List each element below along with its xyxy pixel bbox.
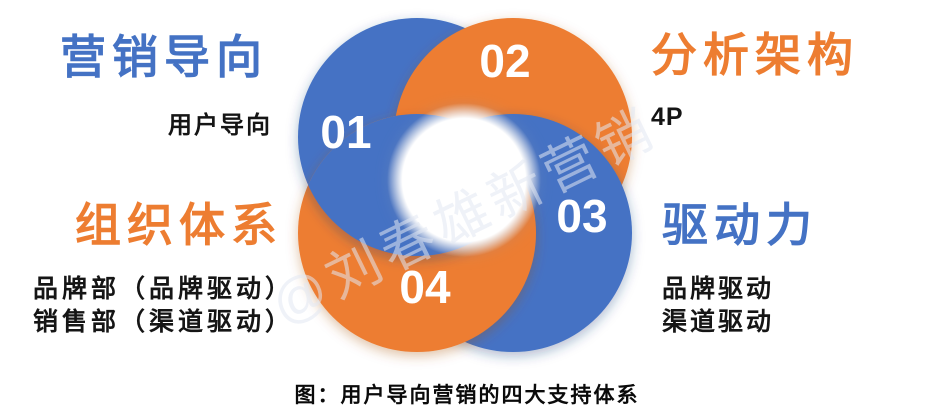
- quadrant-title-organization-system: 组织体系: [75, 199, 283, 251]
- quadrant-top-left: 营销导向 用户导向: [60, 31, 272, 140]
- segment-number-04: 04: [399, 261, 451, 313]
- quadrant-title-driving-force: 驱动力: [662, 199, 818, 251]
- quadrant-title-marketing-orientation: 营销导向: [60, 31, 268, 83]
- quadrant-subtext: 品牌驱动: [662, 274, 775, 303]
- segment-number-01: 01: [320, 106, 371, 158]
- quadrant-subtext: 销售部（渠道驱动）: [33, 307, 295, 336]
- quadrant-subtext: 用户导向: [168, 111, 272, 139]
- figure-caption: 图：用户导向营销的四大支持体系: [294, 384, 640, 407]
- segment-number-02: 02: [479, 35, 530, 87]
- center-hole: [387, 103, 541, 257]
- quadrant-bottom-left: 组织体系 品牌部（品牌驱动） 销售部（渠道驱动）: [33, 199, 325, 339]
- quadrant-subtext: 4P: [651, 102, 684, 131]
- segment-number-03: 03: [556, 190, 607, 242]
- quadrant-subtext: 渠道驱动: [662, 307, 775, 336]
- cycle-diagram: 01 02 03 04: [298, 18, 632, 352]
- quadrant-top-right: 分析架构 4P: [651, 29, 881, 132]
- quadrant-title-analysis-framework: 分析架构: [651, 29, 859, 81]
- quadrant-subtext: 品牌部（品牌驱动）: [33, 274, 295, 303]
- quadrant-bottom-right: 驱动力 品牌驱动 渠道驱动: [662, 199, 892, 339]
